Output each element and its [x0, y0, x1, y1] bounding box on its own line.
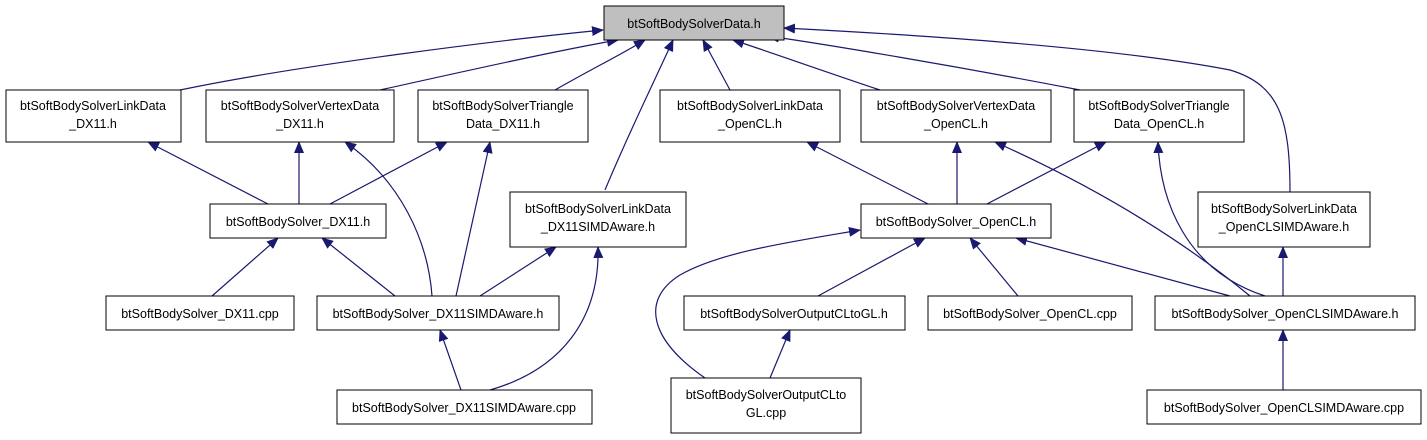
node-vertexdata-opencl[interactable]: btSoftBodySolverVertexData _OpenCL.h	[860, 89, 1052, 143]
node-linkdata-dx11simd-label-1: btSoftBodySolverLinkData	[525, 202, 671, 216]
edge-dx11h-to-tridx11	[329, 141, 448, 205]
node-linkdata-openclsimd-label-2: _OpenCLSIMDAware.h	[1218, 220, 1349, 234]
node-triangledata-opencl-label-2: Data_OpenCL.h	[1114, 117, 1204, 131]
edge-oclcpp-to-oclh	[969, 237, 1019, 297]
node-vertexdata-opencl-label-2: _OpenCL.h	[923, 117, 988, 131]
node-linkdata-dx11-label-1: btSoftBodySolverLinkData	[20, 99, 166, 113]
node-outputcltogl-header[interactable]: btSoftBodySolverOutputCLtoGL.h	[683, 295, 906, 331]
node-solver-dx11-cpp[interactable]: btSoftBodySolver_DX11.cpp	[105, 295, 295, 331]
node-solver-openclsimd-cpp[interactable]: btSoftBodySolver_OpenCLSIMDAware.cpp	[1146, 389, 1422, 425]
node-solver-opencl-cpp[interactable]: btSoftBodySolver_OpenCL.cpp	[927, 295, 1133, 331]
node-triangledata-dx11-label-2: Data_DX11.h	[466, 117, 540, 131]
node-solver-openclsimd-header[interactable]: btSoftBodySolver_OpenCLSIMDAware.h	[1154, 295, 1416, 331]
node-outputcltogl-header-label: btSoftBodySolverOutputCLtoGL.h	[700, 307, 888, 321]
node-outputcltogl-cpp-label-2: GL.cpp	[746, 406, 786, 420]
edge-outclh-to-oclh	[817, 237, 926, 297]
node-solver-opencl-header[interactable]: btSoftBodySolver_OpenCL.h	[860, 203, 1052, 239]
node-triangledata-dx11[interactable]: btSoftBodySolverTriangle Data_DX11.h	[417, 89, 589, 143]
node-solver-openclsimd-cpp-label: btSoftBodySolver_OpenCLSIMDAware.cpp	[1164, 401, 1404, 415]
edge-dx11simdh-to-vertdx11	[344, 141, 433, 297]
edge-oclsimdh-to-oclh	[1015, 236, 1231, 297]
edge-vertocl-to-root	[732, 38, 881, 91]
edge-triocl-to-root	[767, 32, 1081, 91]
node-solver-dx11-header[interactable]: btSoftBodySolver_DX11.h	[209, 203, 387, 239]
edge-dx11h-to-linkdx11	[147, 141, 269, 205]
edge-outclcpp-to-oclh	[655, 226, 861, 379]
edge-oclh-to-linkocl	[806, 141, 931, 206]
node-triangledata-opencl[interactable]: btSoftBodySolverTriangle Data_OpenCL.h	[1073, 89, 1245, 143]
node-linkdata-openclsimd[interactable]: btSoftBodySolverLinkData _OpenCLSIMDAwar…	[1197, 191, 1371, 248]
node-linkdata-openclsimd-label-1: btSoftBodySolverLinkData	[1211, 202, 1357, 216]
node-linkdata-opencl[interactable]: btSoftBodySolverLinkData _OpenCL.h	[659, 89, 841, 143]
edge-oclsimdh-to-triocl	[1153, 141, 1266, 297]
edge-dx11simdh-to-dx11h	[321, 237, 396, 297]
node-solver-dx11simd-header-label: btSoftBodySolver_DX11SIMDAware.h	[333, 307, 544, 321]
edge-dx11simdh-to-tridx11	[455, 141, 493, 297]
node-solver-dx11-cpp-label: btSoftBodySolver_DX11.cpp	[121, 307, 279, 321]
node-outputcltogl-cpp-label-1: btSoftBodySolverOutputCLto	[686, 388, 847, 402]
node-root-label: btSoftBodySolverData.h	[627, 17, 760, 31]
node-linkdata-opencl-label-2: _OpenCL.h	[717, 117, 782, 131]
edge-dx11simdh-to-linkdx11simd	[479, 246, 557, 297]
node-linkdata-opencl-label-1: btSoftBodySolverLinkData	[677, 99, 823, 113]
node-solver-dx11simd-cpp[interactable]: btSoftBodySolver_DX11SIMDAware.cpp	[336, 389, 593, 425]
node-vertexdata-dx11-label-2: _DX11.h	[275, 117, 324, 131]
edge-tridx11-to-root	[554, 39, 646, 91]
node-triangledata-opencl-label-1: btSoftBodySolverTriangle	[1088, 99, 1229, 113]
edge-vertdx11-to-root	[379, 36, 619, 91]
node-solver-dx11-header-label: btSoftBodySolver_DX11.h	[226, 215, 370, 229]
node-solver-dx11simd-cpp-label: btSoftBodySolver_DX11SIMDAware.cpp	[352, 401, 576, 415]
edge-oclsimdh-to-vertocl	[994, 141, 1251, 297]
node-vertexdata-dx11-label-1: btSoftBodySolverVertexData	[221, 99, 379, 113]
node-solver-openclsimd-header-label: btSoftBodySolver_OpenCLSIMDAware.h	[1172, 307, 1399, 321]
node-linkdata-dx11-label-2: _DX11.h	[68, 117, 117, 131]
edge-linkoclsimd-to-root	[783, 23, 1291, 193]
edge-dx11simdcpp-to-linkdx11simd	[489, 246, 604, 391]
node-solver-opencl-cpp-label: btSoftBodySolver_OpenCL.cpp	[943, 307, 1117, 321]
node-solver-opencl-header-label: btSoftBodySolver_OpenCL.h	[876, 215, 1037, 229]
edge-oclh-to-triocl	[984, 141, 1107, 206]
node-root-header[interactable]: btSoftBodySolverData.h	[603, 5, 785, 41]
node-solver-dx11simd-header[interactable]: btSoftBodySolver_DX11SIMDAware.h	[316, 295, 560, 331]
node-vertexdata-opencl-label-1: btSoftBodySolverVertexData	[877, 99, 1035, 113]
edge-dx11simdcpp-to-dx11simdh	[438, 329, 462, 391]
edge-linkdx11simd-to-root	[604, 39, 674, 191]
node-outputcltogl-cpp[interactable]: btSoftBodySolverOutputCLto GL.cpp	[670, 377, 862, 434]
edge-linkdx11-to-root	[179, 26, 604, 91]
edge-dx11cpp-to-dx11h	[211, 237, 279, 297]
node-vertexdata-dx11[interactable]: btSoftBodySolverVertexData _DX11.h	[205, 89, 395, 143]
node-linkdata-dx11[interactable]: btSoftBodySolverLinkData _DX11.h	[5, 89, 182, 143]
node-linkdata-dx11simd[interactable]: btSoftBodySolverLinkData _DX11SIMDAware.…	[509, 191, 687, 248]
node-triangledata-dx11-label-1: btSoftBodySolverTriangle	[432, 99, 573, 113]
node-linkdata-dx11simd-label-2: _DX11SIMDAware.h	[540, 220, 655, 234]
edge-linkocl-to-root	[702, 39, 731, 91]
edge-outclcpp-to-outclh	[769, 329, 791, 379]
